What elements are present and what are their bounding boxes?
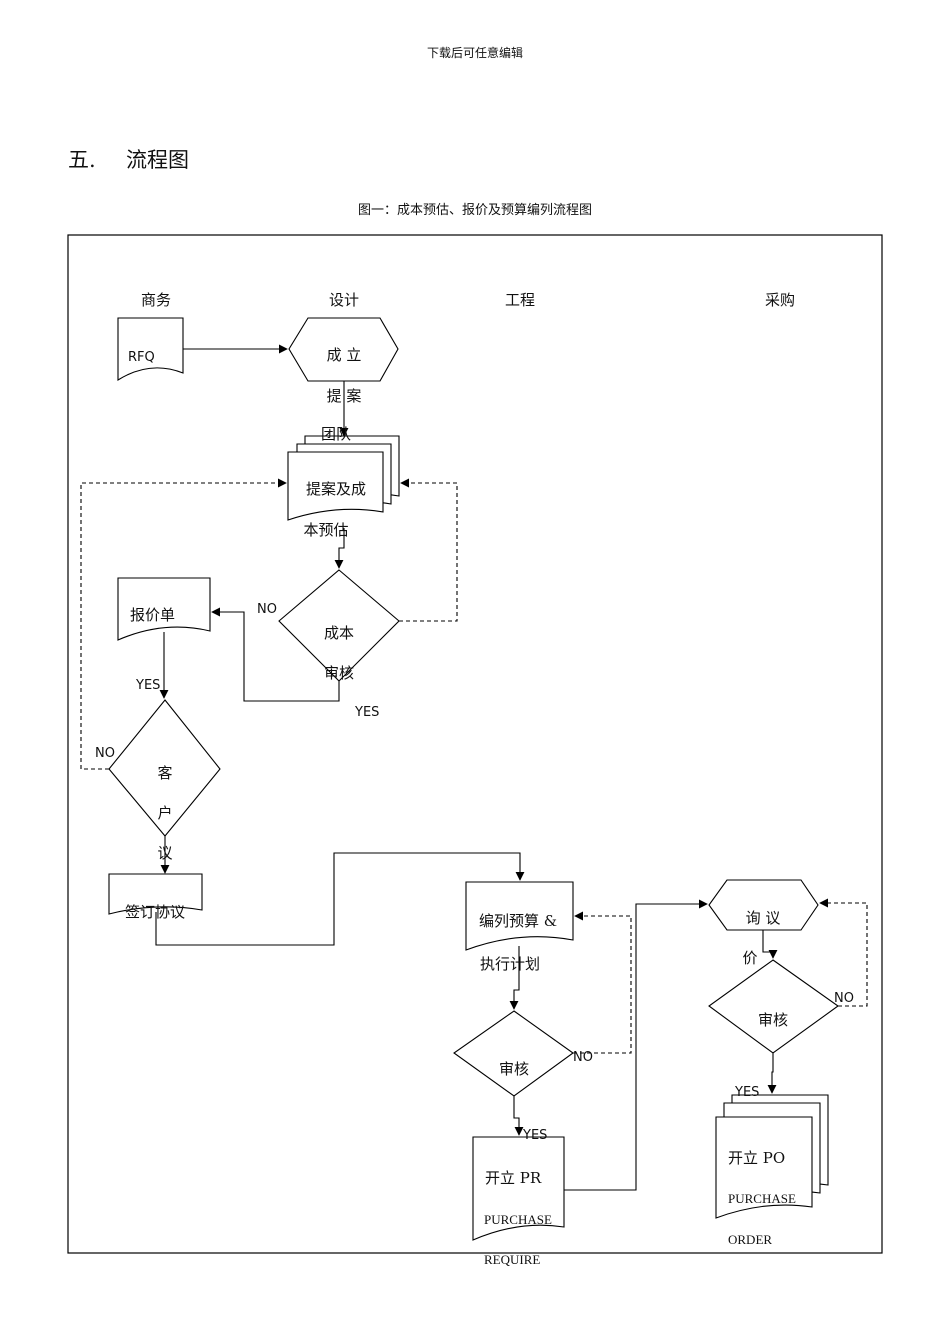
pr-document xyxy=(472,1136,565,1241)
budget-label-1: 编列预算 & xyxy=(479,912,557,930)
po-label-1: 开立 PO xyxy=(728,1149,785,1167)
label-yes-quote: YES xyxy=(135,678,160,693)
budget-label-2: 执行计划 xyxy=(480,955,540,973)
lane-engineering: 工程 xyxy=(505,291,535,309)
label-no-pur: NO xyxy=(834,991,854,1006)
lane-design: 设计 xyxy=(329,291,359,309)
client-label-1: 客 xyxy=(157,764,172,782)
inquiry-label-2: 价 xyxy=(742,949,757,967)
client-label-3: 议 xyxy=(157,844,172,862)
conn-pr-inquiry xyxy=(564,899,708,1191)
proposal-label-2: 本预估 xyxy=(303,521,348,539)
rfq-label: RFQ xyxy=(128,350,155,365)
inquiry-label-1: 询 议 xyxy=(746,909,781,927)
conn-review-pr xyxy=(513,1096,524,1136)
label-no-eng: NO xyxy=(573,1050,593,1065)
quote-document xyxy=(117,577,211,641)
po-label-2: PURCHASE xyxy=(728,1191,796,1206)
lane-business: 商务 xyxy=(141,291,171,309)
po-label-3: ORDER xyxy=(728,1232,772,1247)
conn-budget-review xyxy=(509,946,520,1010)
pur-review-label: 审核 xyxy=(758,1011,788,1029)
label-yes-eng: YES xyxy=(522,1128,547,1143)
section-title-text: 流程图 xyxy=(126,148,189,172)
eng-review-diamond xyxy=(453,1010,574,1097)
conn-sign-budget xyxy=(155,852,525,946)
proposal-label-1: 提案及成 xyxy=(306,480,366,498)
setup-label-1: 成 立 xyxy=(327,346,362,364)
pr-label-3: REQUIRE xyxy=(484,1252,540,1267)
dash-client-no xyxy=(80,478,287,770)
pr-label-1: 开立 PR xyxy=(485,1169,542,1187)
figure-caption: 图一：成本预估、报价及预算编列流程图 xyxy=(357,203,592,218)
label-no-client: NO xyxy=(95,746,115,761)
conn-proposal-review xyxy=(334,528,345,569)
eng-review-label: 审核 xyxy=(499,1060,529,1078)
sign-document xyxy=(108,873,203,915)
label-no-cost: NO xyxy=(257,602,277,617)
section-number: 五. xyxy=(68,148,96,172)
dash-eng-no xyxy=(573,911,632,1054)
conn-review-po xyxy=(767,1053,777,1094)
conn-review-quote xyxy=(211,607,340,702)
po-doc-front xyxy=(715,1116,813,1219)
pur-review-diamond xyxy=(708,959,839,1054)
diagram-frame xyxy=(67,234,883,1254)
label-yes-cost: YES xyxy=(354,705,379,720)
proposal-doc-front xyxy=(287,451,384,521)
sign-label: 签订协议 xyxy=(125,903,185,921)
client-label-2: 户 xyxy=(157,804,172,822)
rfq-document xyxy=(117,317,184,381)
setup-label-3: 团队 xyxy=(321,425,351,443)
budget-document xyxy=(465,881,574,951)
header-note: 下载后可任意编辑 xyxy=(426,46,523,60)
conn-inquiry-review xyxy=(762,930,778,959)
lane-purchasing: 采购 xyxy=(765,291,795,309)
pr-label-2: PURCHASE xyxy=(484,1212,552,1227)
label-yes-pur: YES xyxy=(734,1085,759,1100)
setup-label-2: 提 案 xyxy=(327,387,362,405)
dash-pur-no xyxy=(819,898,868,1007)
inquiry-hexagon xyxy=(708,879,819,931)
setup-hexagon xyxy=(288,317,399,382)
cost-review-label-2: 审核 xyxy=(324,664,354,682)
dash-cost-no xyxy=(399,478,458,622)
section-title: 五. 流程图 xyxy=(68,144,189,174)
quote-label: 报价单 xyxy=(130,606,175,624)
cost-review-label-1: 成本 xyxy=(324,624,354,642)
